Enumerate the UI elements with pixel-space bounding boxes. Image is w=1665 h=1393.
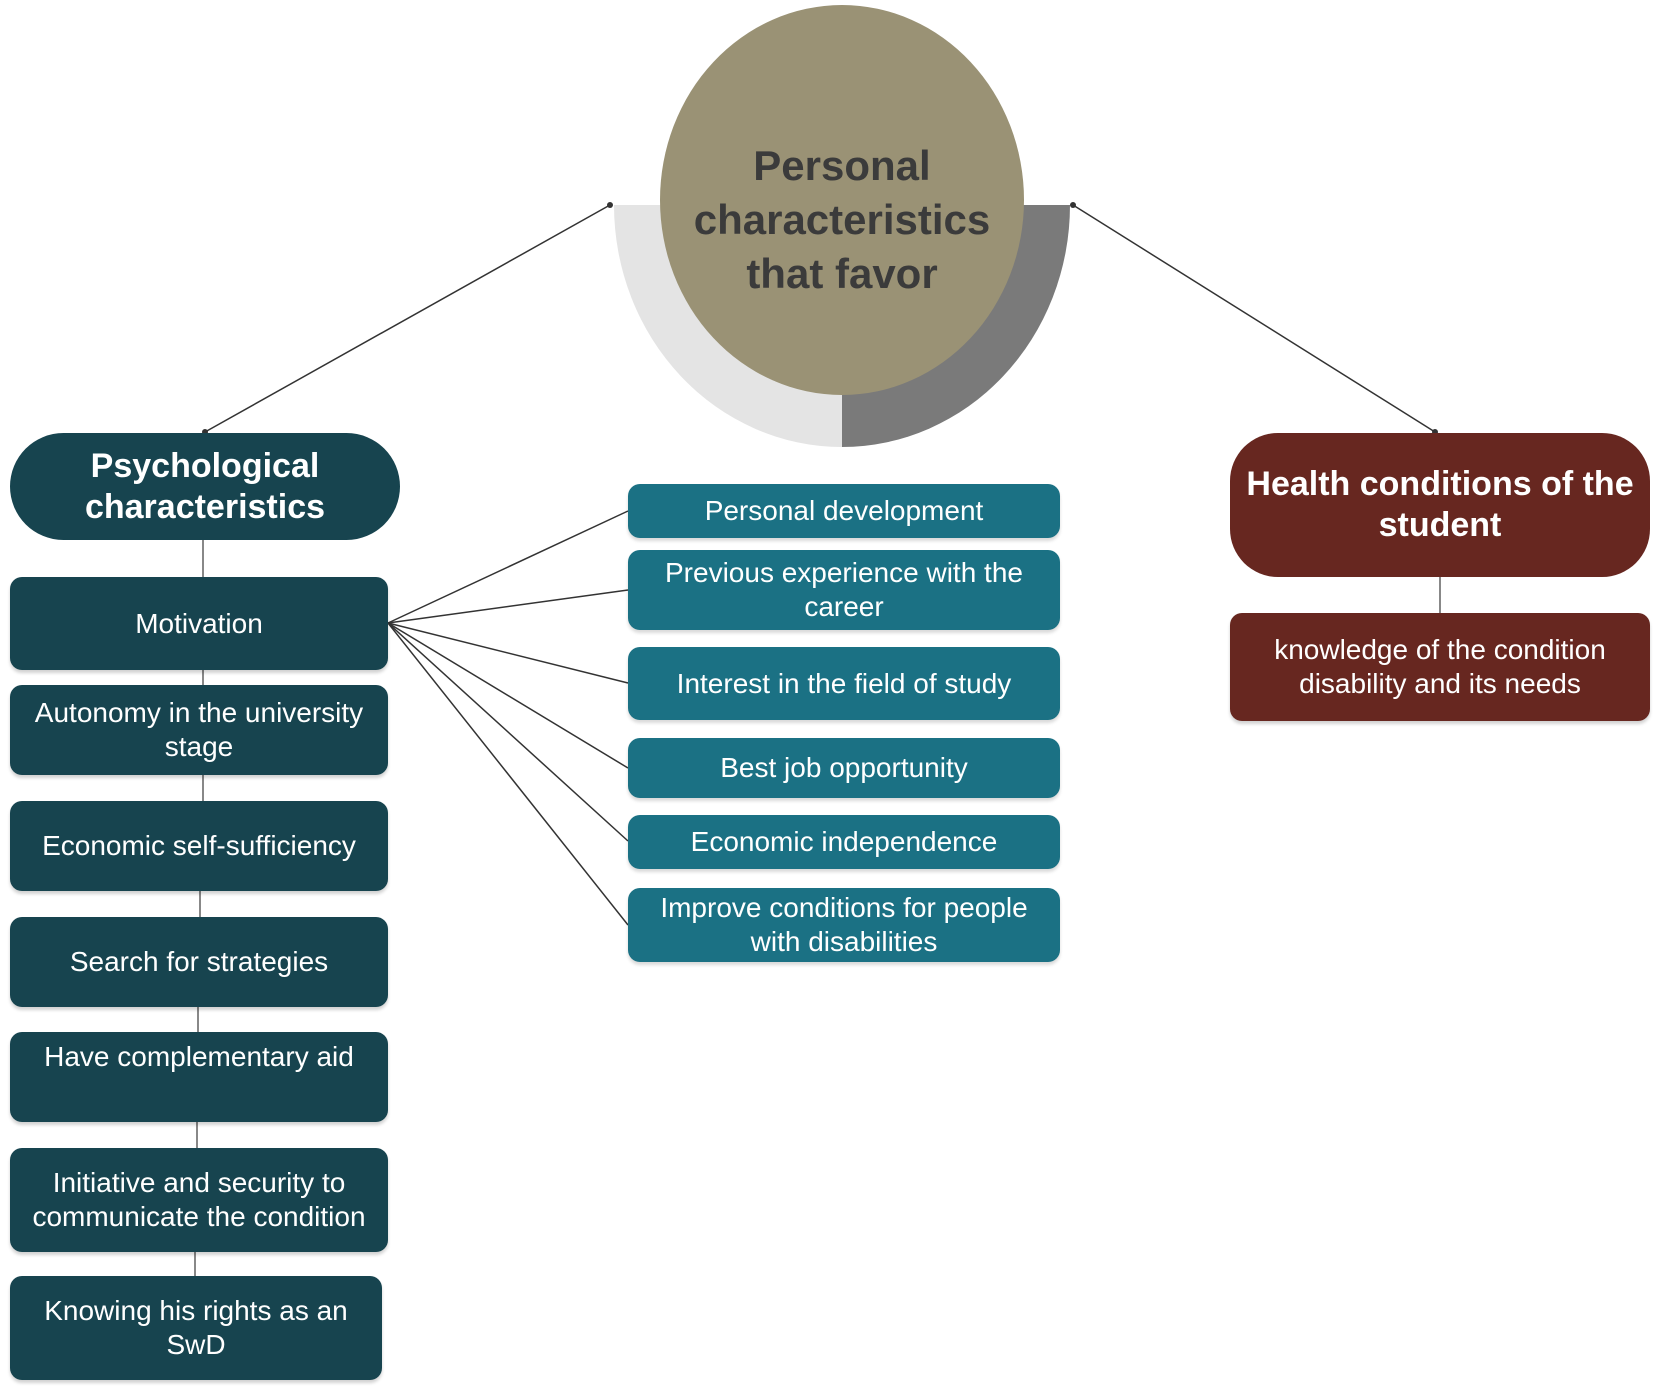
left-item-initiative-security: Initiative and security to communicate t… (10, 1148, 388, 1252)
connector-center-to-psychological (204, 204, 611, 433)
center-node: Personal characteristics that favor (0, 0, 1665, 460)
connector-motivation-to-factor-6 (387, 622, 629, 926)
connector-center-to-health (1072, 204, 1436, 433)
psychological-characteristics-header: Psychological characteristics (10, 433, 400, 540)
left-item-complementary-aid: Have complementary aid (10, 1032, 388, 1122)
motivation-factor-interest-field: Interest in the field of study (628, 647, 1060, 720)
left-item-search-strategies: Search for strategies (10, 917, 388, 1007)
motivation-factor-personal-development: Personal development (628, 484, 1060, 538)
health-item-knowledge-condition: knowledge of the condition disability an… (1230, 613, 1650, 721)
connector-dot (1070, 202, 1076, 208)
motivation-factor-job-opportunity: Best job opportunity (628, 738, 1060, 798)
connector-motivation-to-factor-2 (387, 589, 629, 624)
left-item-autonomy: Autonomy in the university stage (10, 685, 388, 775)
connector-motivation-to-factor-5 (387, 622, 629, 842)
motivation-factor-previous-experience: Previous experience with the career (628, 550, 1060, 630)
motivation-factor-economic-independence: Economic independence (628, 815, 1060, 869)
connector-motivation-to-factor-4 (387, 622, 629, 769)
left-item-knowing-rights: Knowing his rights as an SwD (10, 1276, 382, 1380)
left-item-economic-self-sufficiency: Economic self-sufficiency (10, 801, 388, 891)
left-item-motivation: Motivation (10, 577, 388, 670)
connector-motivation-to-factor-3 (387, 622, 629, 684)
center-circle (660, 5, 1024, 395)
center-title: Personal characteristics that favor (693, 142, 991, 297)
health-conditions-header: Health conditions of the student (1230, 433, 1650, 577)
connector-dot (607, 202, 613, 208)
connector-motivation-to-factor-1 (387, 510, 629, 624)
motivation-factor-improve-conditions: Improve conditions for people with disab… (628, 888, 1060, 962)
